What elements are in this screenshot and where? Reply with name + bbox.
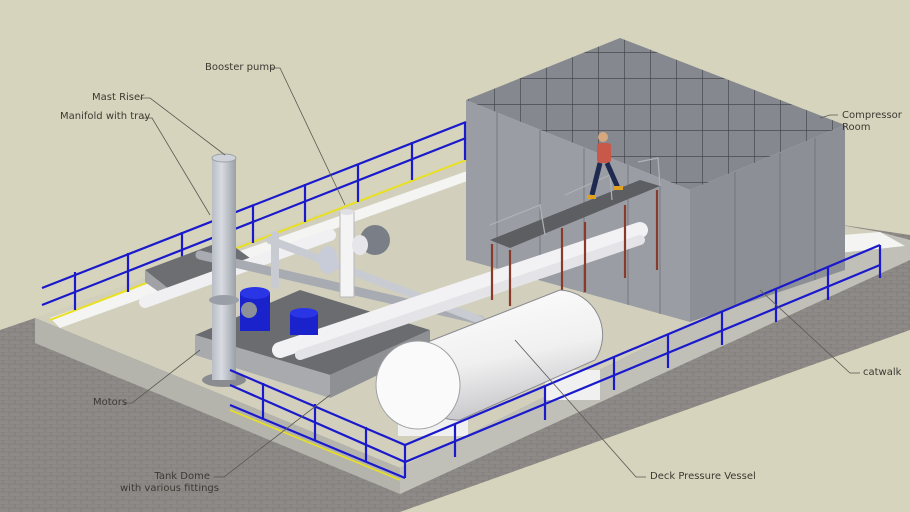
label-motors: Motors xyxy=(93,397,128,408)
front-railing xyxy=(229,243,882,481)
catwalk xyxy=(489,157,661,306)
label-compressor-room-line2: Room xyxy=(842,122,871,133)
label-booster-pump: Booster pump xyxy=(205,62,276,73)
label-mast-riser: Mast Riser xyxy=(92,92,145,103)
label-deck-pressure-vessel: Deck Pressure Vessel xyxy=(650,471,756,482)
label-catwalk: catwalk xyxy=(863,367,902,378)
label-compressor-room: Compressor Room xyxy=(842,110,902,134)
motors xyxy=(240,287,318,335)
person-figure xyxy=(587,132,623,199)
label-compressor-room-line1: Compressor xyxy=(842,110,902,121)
mast-riser xyxy=(202,153,246,387)
piping xyxy=(195,222,648,360)
leader-lines xyxy=(124,67,860,478)
deck-pressure-vessel xyxy=(375,289,604,436)
label-tank-dome-line1: Tank Dome xyxy=(154,471,210,482)
label-tank-dome-line2: with various fittings xyxy=(120,483,219,494)
booster-pump xyxy=(318,209,390,298)
label-manifold-with-tray: Manifold with tray xyxy=(60,111,151,122)
label-tank-dome: Tank Dome with various fittings xyxy=(120,471,219,495)
